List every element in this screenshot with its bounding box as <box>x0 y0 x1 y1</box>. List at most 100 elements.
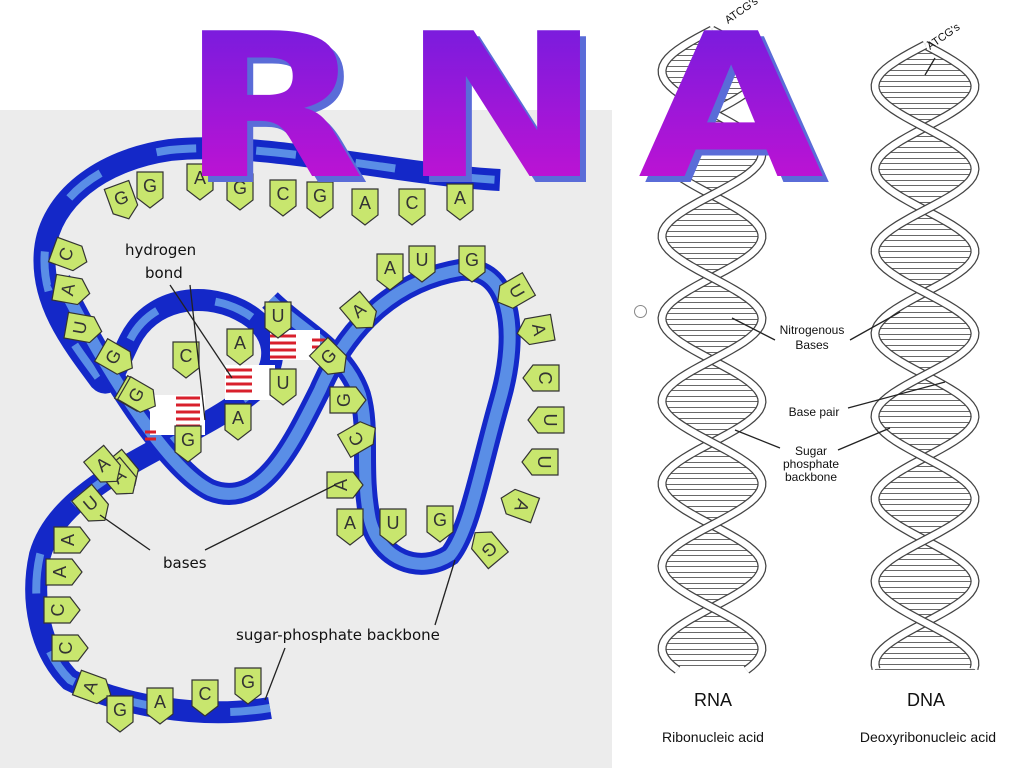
base-U: U <box>521 448 559 476</box>
helix-rung <box>877 92 973 98</box>
helix-rung <box>661 561 763 567</box>
base-A: A <box>226 328 254 366</box>
helix-rung <box>673 627 751 633</box>
base-C: C <box>336 421 376 459</box>
base-letter: U <box>387 513 400 533</box>
base-G: G <box>234 667 262 705</box>
base-letter: G <box>111 186 131 210</box>
helix-rung <box>876 323 974 329</box>
helix-rung <box>888 103 962 109</box>
base-letter: U <box>540 414 560 427</box>
base-G: G <box>103 179 139 220</box>
helix-rung <box>881 510 969 516</box>
base-letter: A <box>194 168 206 188</box>
base-letter: A <box>528 322 550 337</box>
helix-rung <box>874 411 976 417</box>
base-G: G <box>426 505 454 543</box>
helix-rung <box>874 246 976 252</box>
rna-dna-helix-diagram: ATCG's ATCG's Nitrogenous Bases Base pai… <box>657 0 996 745</box>
helix-rung <box>881 345 969 351</box>
helix-rung <box>874 169 976 175</box>
helix-rung <box>877 257 973 263</box>
hydrogen-bond-label: hydrogen bond <box>125 241 196 282</box>
label-lines <box>99 284 456 701</box>
base-U: U <box>379 508 407 546</box>
helix-rung <box>874 499 976 505</box>
base-A: A <box>82 444 122 483</box>
rna-helix <box>657 26 767 674</box>
title-graphic: RNA RNA <box>180 22 860 192</box>
helix-rung <box>668 495 756 501</box>
base-U: U <box>269 368 297 406</box>
helix-rung <box>664 572 760 578</box>
base-letter: A <box>454 188 466 208</box>
base-letter: G <box>433 510 447 530</box>
base-letter: C <box>535 372 555 385</box>
hydrogen-label-line1: hydrogen <box>125 241 196 259</box>
helix-rung <box>667 550 757 556</box>
bullet-point <box>634 305 647 318</box>
nitrogenous-label-1: Nitrogenous <box>780 323 845 337</box>
base-U: U <box>497 271 537 309</box>
helix-rung <box>661 649 763 655</box>
helix-rung <box>667 220 757 226</box>
dna-short-label: DNA <box>907 690 945 710</box>
base-G: G <box>226 173 254 211</box>
base-C: C <box>51 634 89 662</box>
helix-rung <box>874 334 976 340</box>
base-C: C <box>191 679 219 717</box>
helix-rung <box>668 660 756 666</box>
rna-long-label: Ribonucleic acid <box>662 729 764 745</box>
base-letter: G <box>233 178 247 198</box>
page-title: RNA <box>180 22 860 192</box>
helix-rung <box>888 433 962 439</box>
base-letter: C <box>48 604 68 617</box>
helix-rung <box>876 488 974 494</box>
base-letter: U <box>416 250 429 270</box>
helix-rung <box>881 180 969 186</box>
base-letter: U <box>272 306 285 326</box>
base-letter: C <box>55 245 78 264</box>
helix-rung <box>880 565 970 571</box>
base-letter: A <box>234 333 246 353</box>
helix-rung <box>675 583 749 589</box>
bases-label: bases <box>163 554 207 572</box>
base-A: A <box>146 687 174 725</box>
base-C: C <box>172 341 200 379</box>
base-U: U <box>63 311 103 344</box>
base-letter: C <box>199 684 212 704</box>
base-G: G <box>458 245 486 283</box>
dna-long-label: Deoxyribonucleic acid <box>860 729 996 745</box>
helix-rung <box>664 242 760 248</box>
base-A: A <box>376 253 404 291</box>
base-G: G <box>306 181 334 219</box>
helix-rung <box>663 473 761 479</box>
base-letter: A <box>50 566 70 578</box>
base-letter: A <box>57 282 79 297</box>
helix-strand <box>871 42 979 670</box>
base-U: U <box>408 245 436 283</box>
helix-rung <box>888 268 962 274</box>
base-letter: A <box>344 513 356 533</box>
nitrogenous-label-2: Bases <box>795 338 828 352</box>
base-A: A <box>516 313 556 346</box>
base-G: G <box>308 336 347 375</box>
base-G: G <box>136 171 164 209</box>
base-A: A <box>71 669 112 705</box>
rna-bases: GAGCGACAGCAUGAGUAACCAGACGCAUGUACUUAGGAUG… <box>43 163 565 733</box>
base-A: A <box>500 488 541 524</box>
helix-rung <box>663 638 761 644</box>
base-C: C <box>43 596 81 624</box>
helix-rung <box>888 598 962 604</box>
base-letter: U <box>69 320 91 336</box>
helix-rung <box>668 330 756 336</box>
base-A: A <box>338 290 378 329</box>
base-letter: A <box>154 692 166 712</box>
helix-rung <box>667 385 757 391</box>
base-letter: C <box>277 184 290 204</box>
base-letter: G <box>113 700 127 720</box>
base-G: G <box>174 425 202 463</box>
base-letter: A <box>232 408 244 428</box>
base-letter: A <box>384 258 396 278</box>
atcg-right-label: ATCG's <box>925 21 963 53</box>
